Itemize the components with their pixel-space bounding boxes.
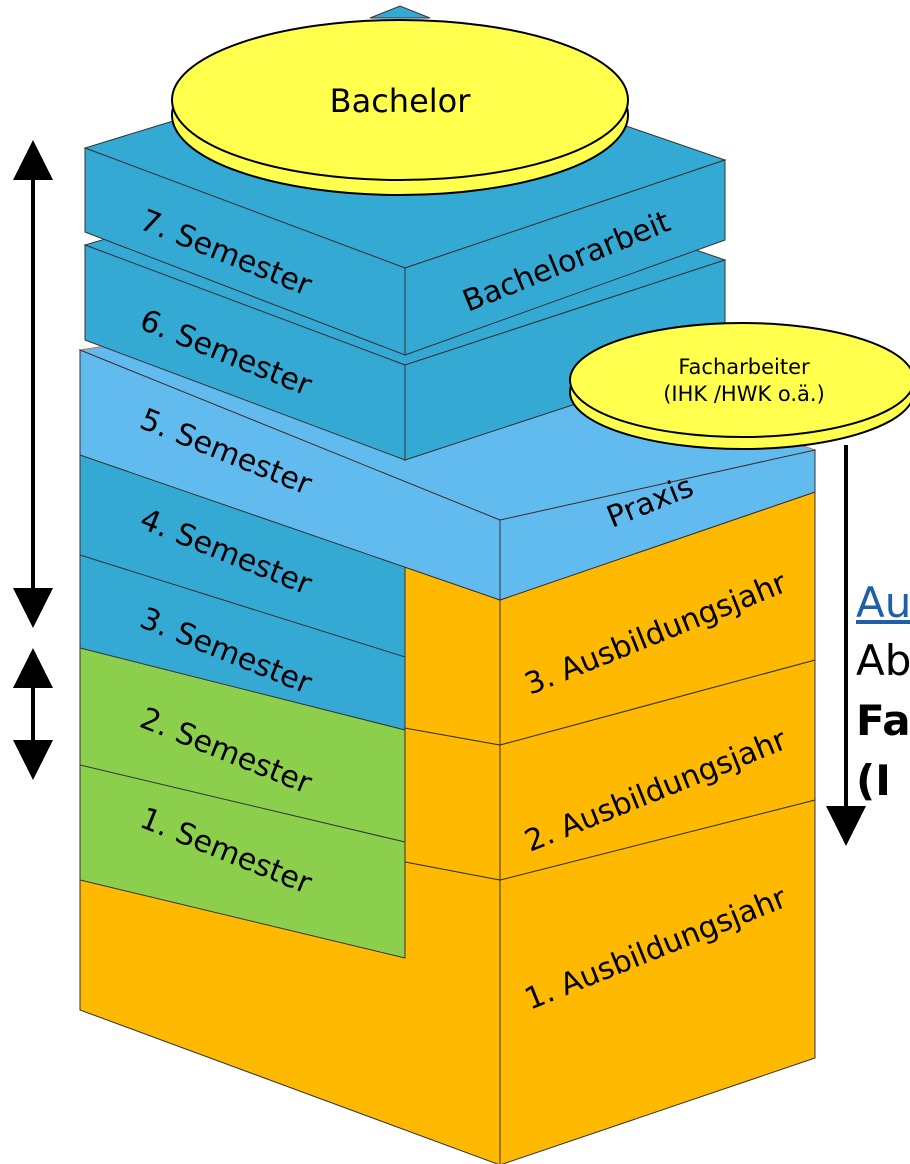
side-text-line-4: (I [856,756,891,805]
top-peak [369,5,431,19]
bachelor-disc: Bachelor [171,19,629,196]
facharbeiter-label-line2: (IHK /HWK o.ä.) [663,382,825,406]
facharbeiter-label-line1: Facharbeiter [678,355,810,379]
bachelor-label: Bachelor [330,82,472,120]
side-text-line-2: Ab [856,636,910,685]
facharbeiter-disc: Facharbeiter (IHK /HWK o.ä.) [569,322,910,450]
side-text-line-1[interactable]: Au [856,578,910,627]
side-text-line-3: Fa [856,696,910,745]
